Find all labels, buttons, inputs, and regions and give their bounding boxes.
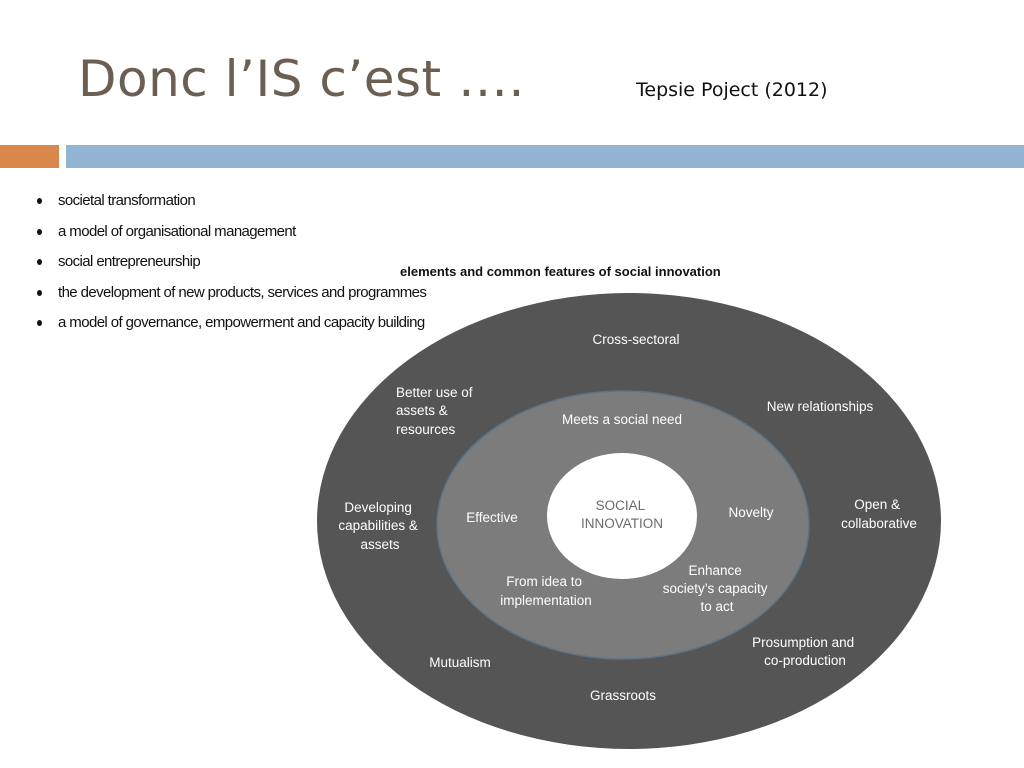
bullet-item: social entrepreneurship [34, 251, 426, 282]
bullet-item: the development of new products, service… [34, 282, 427, 313]
outer-label-prosumption: Prosumption and co-production [752, 635, 858, 668]
outer-label-developing-capabilities: Developing capabilities & assets [338, 500, 421, 552]
accent-bar-blue [66, 145, 1024, 168]
outer-label-better-use-of-assets: Better use of assets & resources [396, 385, 476, 437]
outer-label-cross-sectoral: Cross-sectoral [592, 332, 679, 347]
inner-label-novelty: Novelty [728, 505, 773, 520]
outer-label-new-relationships: New relationships [767, 399, 874, 414]
center-label: SOCIAL INNOVATION [581, 498, 663, 531]
accent-bar-orange [0, 145, 59, 168]
slide-title: Donc l’IS c’est …. [78, 50, 525, 108]
bullet-list: societal transformation a model of organ… [34, 190, 427, 343]
bullet-dot-icon [37, 320, 42, 326]
inner-label-effective: Effective [466, 510, 518, 525]
bullet-dot-icon [37, 198, 42, 204]
bullet-item: societal transformation [34, 190, 426, 221]
bullet-dot-icon [37, 228, 42, 235]
diagram-caption: elements and common features of social i… [400, 264, 721, 279]
bullet-dot-icon [37, 289, 42, 296]
center-circle [547, 453, 697, 579]
inner-label-social-need: Meets a social need [562, 412, 682, 427]
bullet-item: a model of governance, empowerment and c… [34, 312, 426, 343]
outer-label-open-collaborative: Open & collaborative [841, 497, 917, 531]
source-citation: Tepsie Poject (2012) [636, 79, 828, 101]
inner-label-enhance-capacity: Enhance society’s capacity to act [663, 563, 772, 614]
bullet-dot-icon [37, 259, 42, 265]
outer-label-mutualism: Mutualism [429, 655, 491, 670]
bullet-item: a model of organisational management [34, 221, 426, 252]
outer-label-grassroots: Grassroots [590, 688, 656, 703]
inner-label-idea-to-implementation: From idea to implementation [500, 574, 592, 608]
